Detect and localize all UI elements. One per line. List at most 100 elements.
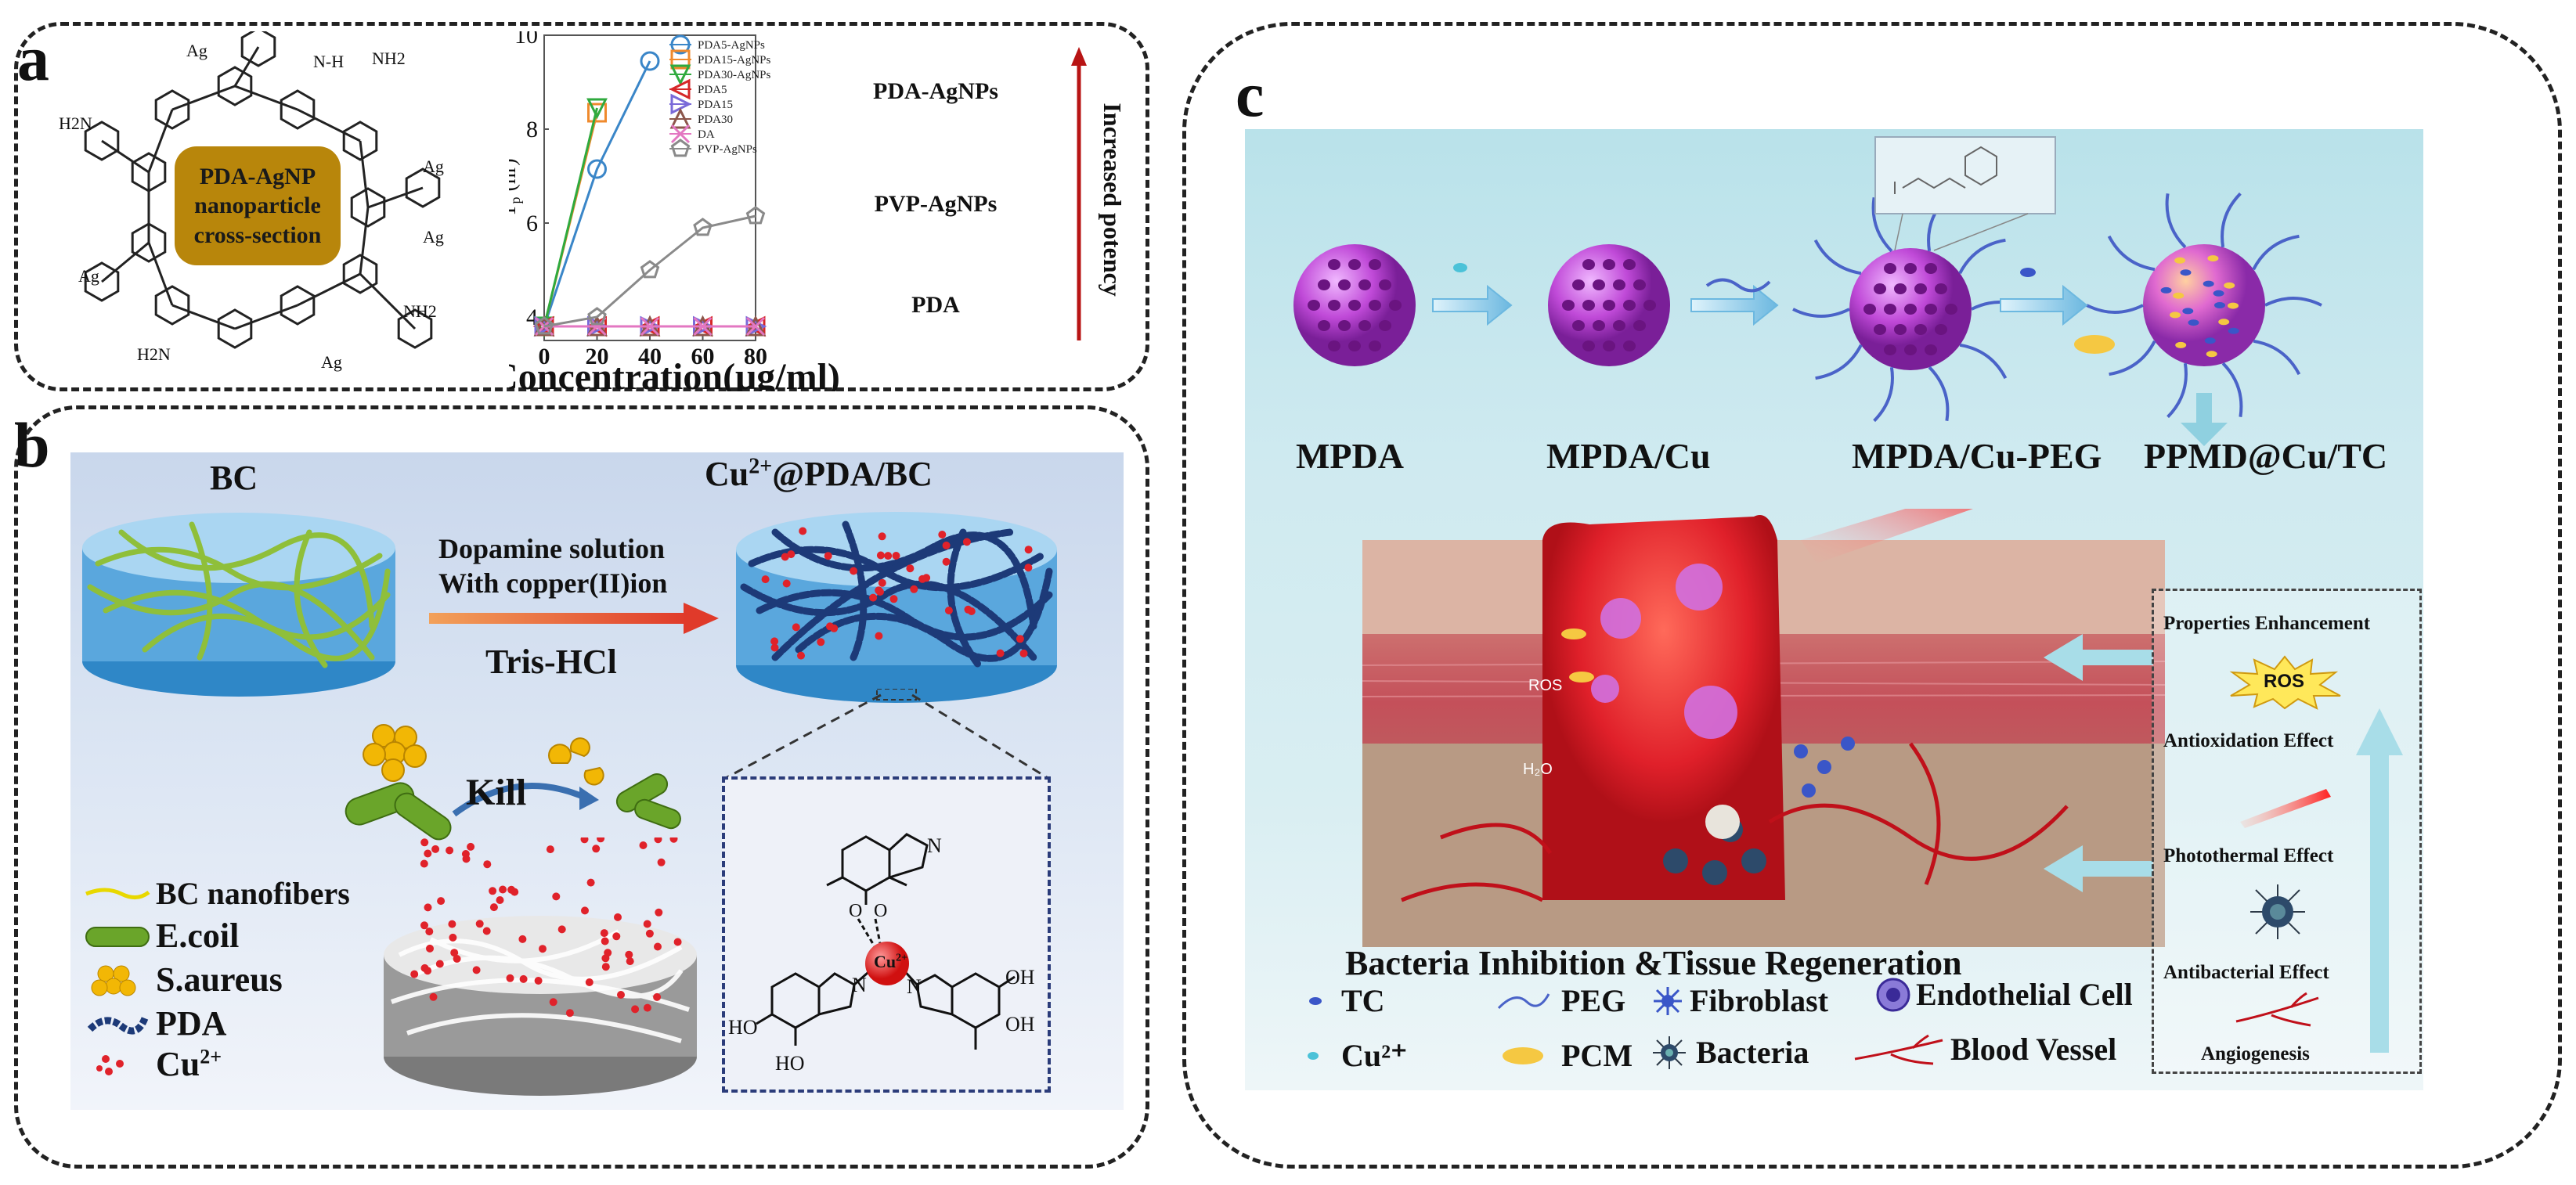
cu-ion-dot — [496, 896, 504, 904]
molecule-bond — [234, 85, 298, 111]
legend-marker — [670, 49, 691, 70]
cu-ion-dot — [797, 651, 805, 660]
cu-ion-dot — [792, 623, 800, 632]
step-mpda: MPDA — [1296, 436, 1404, 476]
y-tick-label: 8 — [526, 117, 538, 142]
potency-arrow-head — [1071, 47, 1087, 66]
molecule-bond — [147, 109, 174, 173]
pore — [1613, 279, 1625, 290]
legend-pcm: PCM — [1495, 1037, 1633, 1074]
cu-ion-dot — [420, 859, 428, 868]
cu-pda-bc-disc — [728, 501, 1065, 712]
cu-ion-dot — [424, 849, 432, 858]
complex-o-2: O — [874, 901, 888, 921]
data-point — [745, 316, 766, 337]
peg-chain — [1958, 238, 2006, 275]
panel-c-label: c — [1236, 59, 1265, 130]
pore — [1369, 259, 1381, 270]
peg-chain — [1815, 344, 1863, 380]
cu-ion-dot — [565, 1009, 574, 1018]
cu-ion-dot — [817, 638, 825, 647]
ros-burst-label: ROS — [2264, 671, 2305, 692]
bc-membrane-drawing — [384, 834, 697, 1096]
cu-ion-dot — [420, 921, 428, 930]
molecule-rings — [84, 27, 441, 349]
pore — [1643, 300, 1656, 311]
pore — [1925, 263, 1937, 274]
cu-ion-dot — [645, 929, 654, 938]
molecule-center-label: PDA-AgNP nanoparticle cross-section — [193, 163, 322, 248]
pore — [1582, 259, 1595, 270]
cu-ion-dot — [654, 942, 662, 951]
pore — [1348, 340, 1361, 351]
peg-chain — [2221, 362, 2243, 417]
data-point — [586, 98, 608, 120]
panel-c-legend: TC PEG Fibroblast Endothelial Cell Cu²⁺ … — [1304, 977, 2173, 1084]
peg-chain — [2165, 193, 2187, 249]
molecule-structure-drawing — [84, 27, 441, 349]
data-point — [587, 159, 607, 179]
molecule-ring — [84, 261, 120, 302]
molecule-ring — [217, 308, 253, 349]
cu-ion-dot — [420, 963, 429, 972]
loaded-drug — [2214, 302, 2225, 308]
molecule-ring — [154, 285, 190, 326]
cu-ion-dot — [557, 925, 566, 934]
amine-label-left: H2N — [59, 113, 92, 133]
data-point — [745, 206, 766, 225]
pore — [1389, 300, 1402, 311]
silver-label-1: Ag — [186, 41, 207, 60]
molecule-ring — [240, 27, 276, 67]
dark-blue-chain-icon — [82, 1012, 153, 1036]
annotation-label: PVP-AgNPs — [875, 191, 998, 217]
pore — [1894, 324, 1907, 335]
cu-ion-dot — [425, 927, 434, 936]
cu-ion-dot — [643, 920, 651, 928]
data-point — [587, 103, 607, 123]
cu-ion-dot — [653, 992, 662, 1001]
cu-ion-dot — [654, 835, 662, 844]
cu-ion-dot — [586, 878, 595, 887]
data-point — [640, 51, 660, 71]
bacteria-kill-illustration — [337, 720, 697, 861]
loaded-drug — [2206, 351, 2217, 358]
cu-ion-dot — [449, 933, 457, 942]
x-tick-label: 80 — [744, 344, 767, 369]
ros-burst-icon: ROS — [2226, 655, 2343, 710]
data-point — [693, 218, 713, 236]
synthesis-row — [1253, 133, 2412, 501]
molecule-bond — [359, 140, 370, 208]
pore — [1623, 259, 1636, 270]
cu-ion-dot — [580, 835, 589, 844]
panel-b-legend: BC nanofibers E.coil S.aureus PDA Cu2+ — [82, 875, 403, 1094]
pore — [1348, 300, 1361, 311]
cu-ion-dot — [657, 858, 666, 866]
bc-membrane-with-cu — [368, 834, 713, 1104]
molecule-ring — [84, 121, 120, 161]
pore — [1593, 320, 1605, 331]
legend-label: PDA5-AgNPs — [698, 39, 765, 52]
cu-ion-dot — [475, 920, 484, 928]
cu-ion-dot — [938, 531, 947, 538]
cu-ion-dot — [1024, 564, 1033, 572]
complex-oh-1: OH — [1005, 966, 1035, 989]
legend-bacteria: Bacteria — [1652, 1034, 1809, 1071]
cu-ion-dot — [482, 927, 491, 935]
pore — [1582, 300, 1595, 311]
loaded-drug — [2175, 341, 2187, 348]
loaded-drug — [2207, 255, 2219, 262]
cu-ion-dot — [942, 541, 951, 549]
complex-cu-label: Cu2+ — [874, 952, 908, 971]
peg-chain — [1792, 308, 1850, 318]
silver-label-2: Ag — [423, 157, 444, 176]
cu-ion-dot — [944, 607, 953, 614]
legend-ecoli: E.coil — [82, 916, 239, 956]
molecule-bond — [297, 108, 361, 142]
molecule-bond — [359, 207, 370, 275]
legend-marker — [670, 124, 691, 144]
series-pvp-agnps — [534, 206, 766, 335]
synthesis-arrows — [1432, 284, 2088, 326]
vessel-effect-icon — [2232, 990, 2326, 1029]
